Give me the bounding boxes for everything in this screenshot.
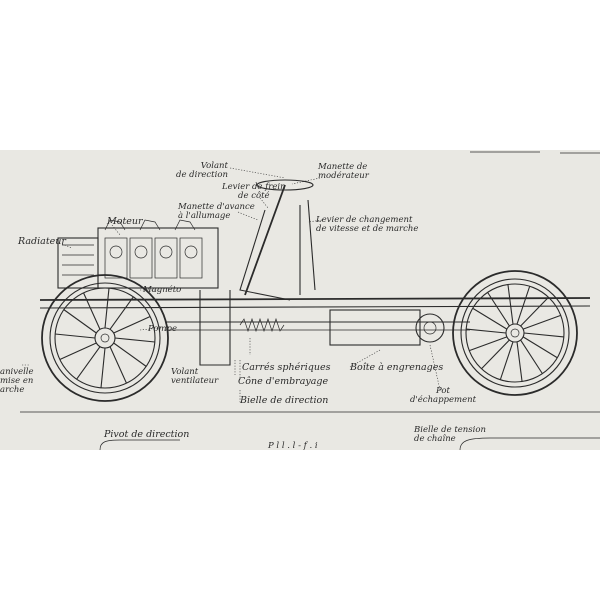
car-chassis-drawing (20, 151, 600, 450)
label-bielle-tension: Bielle de tension de chaîne (414, 425, 486, 444)
label-manette-moderateur: Manette de modérateur (318, 162, 369, 181)
wheel-spoke (55, 333, 96, 339)
wheel-spoke (520, 296, 549, 327)
wheel-spoke (523, 332, 564, 338)
wheel-spoke (481, 339, 510, 370)
label-levier-frein-cote: Levier de frein de côté (222, 182, 286, 201)
engine (97, 219, 219, 289)
clutch-spring (239, 317, 285, 333)
wheel-spoke (63, 309, 97, 334)
lower-callouts (99, 437, 600, 450)
wheel-spoke (522, 336, 558, 359)
wheel-spoke (100, 347, 106, 388)
label-boite-engrenages: Boîte à engrenages (350, 362, 444, 373)
label-pot-echappement: Pot d'échappement (410, 386, 477, 405)
book-page: Volant de direction Manette de modérateu… (0, 150, 600, 450)
label-radiateur: Radiateur (18, 236, 66, 247)
wheel-spoke (466, 328, 507, 334)
wheel-spoke (59, 342, 97, 360)
label-volant-ventilateur: Volant ventilateur (171, 367, 219, 386)
wheel-spoke (83, 292, 101, 330)
label-bottom-caption: P l l . l - f . i (268, 441, 318, 451)
steering-column (239, 179, 316, 301)
wheel-spoke (516, 341, 523, 382)
label-magneto: Magnéto (143, 285, 182, 295)
label-carres-spheriques: Carrés sphériques (242, 362, 331, 373)
wheel-spoke (113, 342, 147, 367)
rear-wheel (452, 270, 578, 396)
wheel-spoke (472, 307, 508, 330)
page-header-marks (470, 151, 600, 154)
label-moteur: Moteur (107, 216, 143, 227)
label-pompe: Pompe (148, 324, 178, 334)
label-volant-direction: Volant de direction (176, 161, 228, 180)
wheel-spoke (114, 337, 155, 343)
wheel-spoke (520, 339, 543, 374)
wheel-spoke (109, 346, 127, 384)
label-manivelle: anivelle mise en arche (0, 367, 34, 395)
label-bielle-direction: Bielle de direction (240, 395, 329, 406)
wheel-spoke (113, 316, 151, 334)
wheel-spoke (109, 296, 134, 330)
wheel-spoke (499, 341, 514, 380)
label-pivot-direction: Pivot de direction (104, 429, 190, 440)
wheel-spoke (469, 336, 508, 352)
wheel-spoke (507, 284, 514, 325)
front-wheel (41, 274, 169, 402)
label-cone-embrayage: Cône d'embrayage (238, 376, 329, 387)
chassis-frame (39, 290, 591, 366)
wheel-spoke (76, 346, 101, 380)
label-levier-changement: Levier de changement de vitesse et de ma… (316, 215, 419, 234)
wheel-spoke (522, 314, 561, 330)
label-manette-avance: Manette d'avance à l'allumage (178, 202, 255, 221)
wheel-spoke (516, 286, 531, 325)
leader-lines (22, 167, 441, 402)
